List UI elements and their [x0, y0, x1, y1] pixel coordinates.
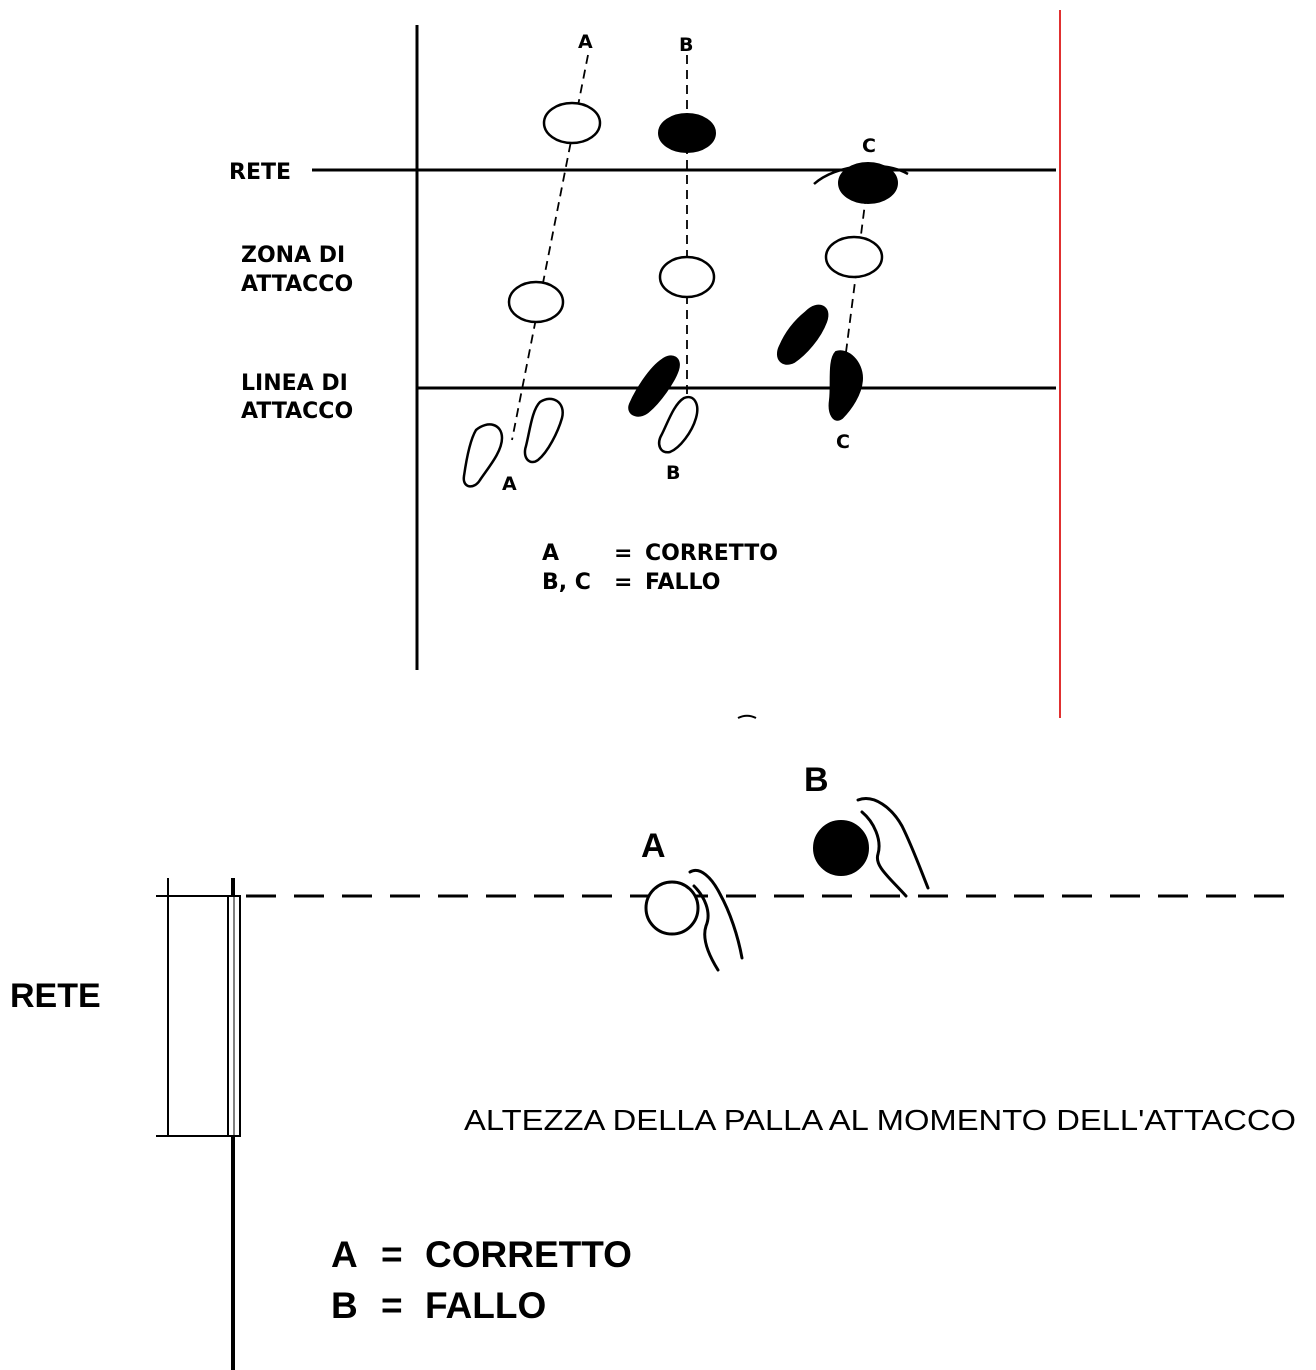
- ball-b-lower: [658, 255, 716, 299]
- net-label: RETE: [229, 160, 291, 185]
- attack-zone-label-1: ZONA DI: [241, 243, 345, 268]
- bottom-legend-row2-value: FALLO: [425, 1285, 546, 1326]
- marker-a-bottom: A: [502, 473, 517, 495]
- top-legend-row2-eq: =: [614, 570, 632, 595]
- attack-line-label-1: LINEA DI: [241, 371, 348, 396]
- ball-a-group: A: [641, 827, 744, 972]
- footprint-a-left-icon: [462, 423, 504, 488]
- ball-a-lower: [507, 280, 565, 324]
- trajectory-a: [462, 54, 602, 488]
- ball-a: [644, 880, 700, 936]
- ball-b-group: B: [804, 761, 930, 898]
- attack-line-label-2: ATTACCO: [241, 399, 353, 424]
- marker-a: A: [641, 827, 666, 865]
- top-legend-row2-value: FALLO: [645, 570, 721, 595]
- hand-b-icon: [856, 797, 930, 898]
- bottom-legend: A = CORRETTO B = FALLO: [331, 1234, 632, 1326]
- marker-c-bottom: C: [836, 431, 850, 453]
- ball-a-upper: [542, 101, 602, 145]
- bottom-legend-row1-key: A: [331, 1234, 358, 1275]
- footprint-b-outline-icon: [658, 395, 699, 454]
- marker-a-top: A: [578, 31, 593, 53]
- top-legend: A = CORRETTO B, C = FALLO: [542, 541, 778, 595]
- footprint-a-right-icon: [523, 397, 564, 464]
- footprint-c-filled-lower-icon: [828, 350, 864, 421]
- ball-height-caption: ALTEZZA DELLA PALLA AL MOMENTO DELL'ATTA…: [464, 1105, 1296, 1137]
- top-legend-row1-key: A: [542, 541, 559, 566]
- bottom-legend-row1-eq: =: [381, 1234, 403, 1275]
- top-diagram: RETE ZONA DI ATTACCO LINEA DI ATTACCO: [229, 10, 1061, 718]
- top-legend-row1-value: CORRETTO: [645, 541, 778, 566]
- bottom-legend-row2-eq: =: [381, 1285, 403, 1326]
- top-legend-row2-key: B, C: [542, 570, 591, 595]
- ball-c-upper-filled: [838, 162, 898, 204]
- ball-b-filled: [813, 820, 869, 876]
- trajectory-c: [776, 162, 909, 421]
- bottom-legend-row2-key: B: [331, 1285, 358, 1326]
- marker-c-top: C: [862, 135, 876, 157]
- ball-c-lower: [824, 235, 884, 279]
- trajectory-b: [628, 55, 716, 454]
- attack-zone-label-2: ATTACCO: [241, 272, 353, 297]
- net-label-side: RETE: [10, 977, 101, 1015]
- marker-b-bottom: B: [666, 462, 680, 484]
- top-legend-row1-eq: =: [614, 541, 632, 566]
- marker-b-top: B: [679, 34, 693, 56]
- hand-a-icon: [688, 869, 744, 972]
- bottom-diagram: RETE A B ALTEZZA DELLA PALLA AL MOMENTO …: [10, 761, 1296, 1370]
- footprint-b-filled-icon: [628, 355, 680, 417]
- stray-mark: [737, 714, 757, 719]
- marker-b: B: [804, 761, 829, 799]
- footprint-c-filled-upper-icon: [776, 304, 829, 365]
- ball-b-upper-filled: [658, 113, 716, 153]
- bottom-legend-row1-value: CORRETTO: [425, 1234, 632, 1275]
